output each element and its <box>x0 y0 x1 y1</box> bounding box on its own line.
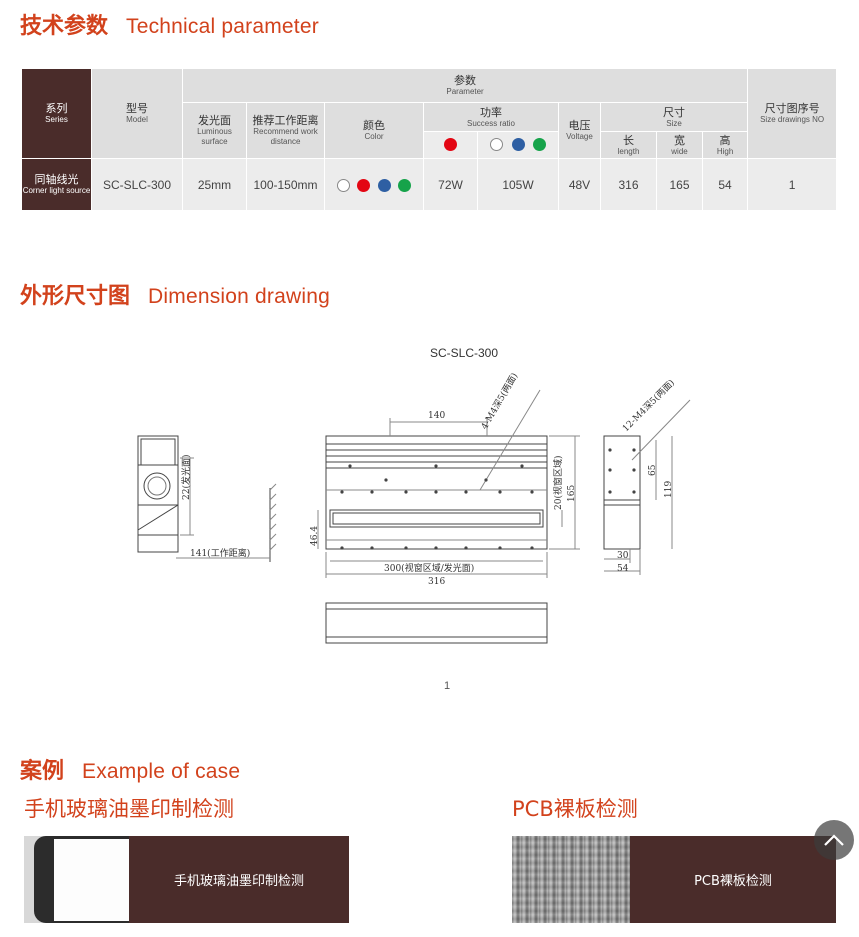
case-2-caption: PCB裸板检测 <box>630 836 836 923</box>
blue-dot <box>377 178 391 192</box>
dim-300: 300(视窗区域/发光面) <box>384 562 474 574</box>
dimension-drawing-svg: 140 300(视窗区域/发光面) 316 165 20(视窗区域) 46.4 … <box>137 346 691 692</box>
screw-holes <box>340 448 636 550</box>
case-1-image <box>24 836 129 923</box>
power-color-red <box>423 131 478 159</box>
dimension-title-en: Dimension drawing <box>148 285 330 308</box>
side-dimension-lines <box>604 399 691 575</box>
case-2-image <box>512 836 630 923</box>
green-dot <box>532 138 546 152</box>
red-dot <box>357 178 371 192</box>
green-dot <box>398 178 412 192</box>
right-side-view <box>603 435 641 550</box>
dimension-title-cn: 外形尺寸图 <box>20 284 131 309</box>
cell-power-red: 72W <box>423 158 478 211</box>
cell-model: SC-SLC-300 <box>91 158 183 211</box>
dim-140: 140 <box>428 411 445 421</box>
dim-30: 30 <box>617 551 629 561</box>
cases-title-cn: 案例 <box>20 759 65 784</box>
dim-119: 119 <box>664 481 674 498</box>
white-dot <box>336 178 350 192</box>
power-color-rgb <box>477 131 559 159</box>
cell-luminous: 25mm <box>182 158 247 211</box>
front-dimension-lines <box>317 389 580 578</box>
dim-22: 22(发光面) <box>180 455 192 500</box>
dim-165: 165 <box>567 485 577 502</box>
case-card-1[interactable]: 手机玻璃油墨印制检测 <box>24 836 349 923</box>
cell-voltage: 48V <box>558 158 601 211</box>
cell-power-rgb: 105W <box>477 158 559 211</box>
cell-height: 54 <box>701 158 749 211</box>
work-surface-hatch <box>269 483 277 551</box>
white-dot <box>490 138 504 152</box>
case-1-caption: 手机玻璃油墨印制检测 <box>129 836 349 923</box>
case-1-title: 手机玻璃油墨印制检测 <box>24 797 234 821</box>
blue-dot <box>511 138 525 152</box>
dimension-drawing: 140 300(视窗区域/发光面) 316 165 20(视窗区域) 46.4 … <box>0 330 859 700</box>
cases-section-title: 案例 Example of case <box>20 753 240 785</box>
tech-title-en: Technical parameter <box>126 15 319 38</box>
dimension-section-title: 外形尺寸图 Dimension drawing <box>20 278 330 310</box>
dim-54: 54 <box>617 564 629 574</box>
tech-section-title: 技术参数 Technical parameter <box>20 8 319 40</box>
red-dot <box>444 138 457 152</box>
cell-width: 165 <box>656 158 703 211</box>
screw-front-label: 4-M4深5(两面) <box>479 371 520 431</box>
tech-title-cn: 技术参数 <box>20 14 109 39</box>
cell-distance: 100-150mm <box>246 158 325 211</box>
dim-316: 316 <box>428 577 445 587</box>
back-to-top-button[interactable] <box>814 820 854 860</box>
case-2-title: PCB裸板检测 <box>512 797 638 821</box>
dim-65: 65 <box>648 464 658 476</box>
figure-number: 1 <box>444 680 450 692</box>
chevron-up-icon <box>824 834 844 846</box>
drawing-model-label: SC-SLC-300 <box>430 346 498 360</box>
dim-141: 141(工作距离) <box>190 547 250 559</box>
dim-46: 46.4 <box>310 526 320 546</box>
front-view <box>325 435 548 550</box>
cell-colors <box>324 158 424 211</box>
cell-length: 316 <box>600 158 657 211</box>
dim-20: 20(视窗区域) <box>552 456 564 510</box>
cases-title-en: Example of case <box>82 760 241 783</box>
side-profile-view <box>137 435 271 562</box>
cell-drawing-no: 1 <box>747 158 838 211</box>
bottom-view <box>325 602 548 644</box>
case-card-2[interactable]: PCB裸板检测 <box>512 836 836 923</box>
screw-side-label: 12-M4深5(两面) <box>620 377 677 434</box>
